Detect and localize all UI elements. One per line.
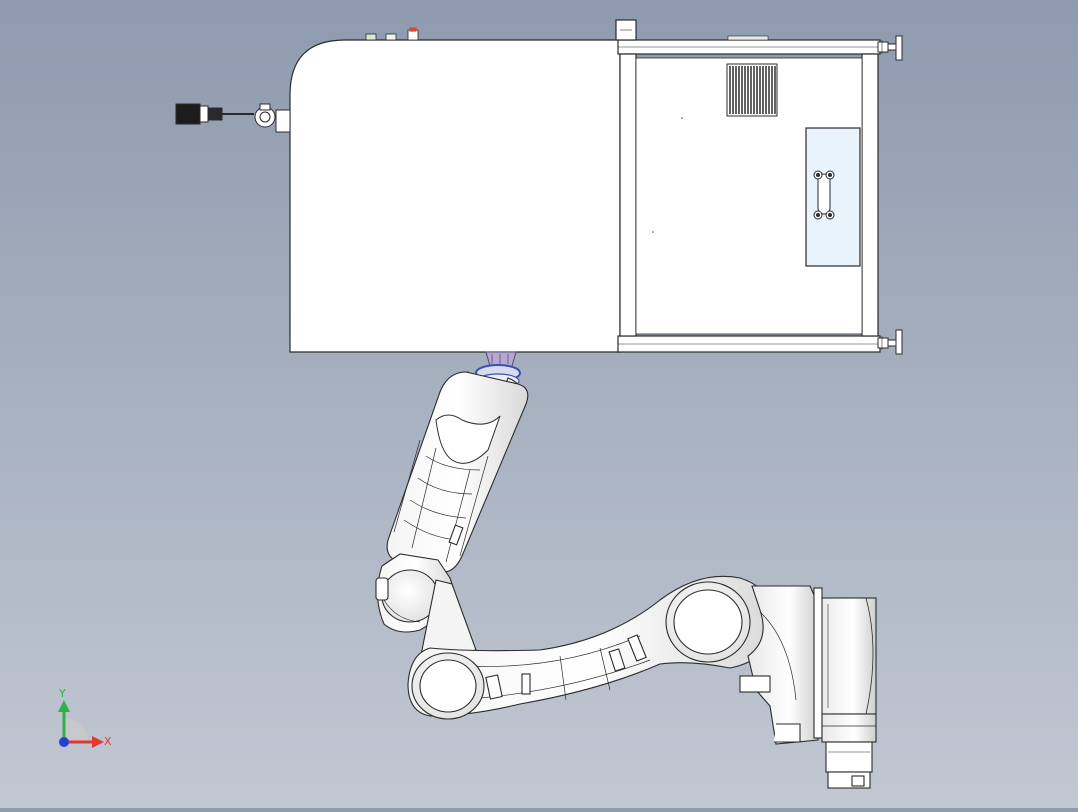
cabinet-left-post: [619, 53, 637, 337]
axis-triad: Y X: [58, 687, 112, 748]
axis-triad-arc: [64, 718, 88, 742]
cabinet-door[interactable]: [805, 127, 861, 267]
axis-triad-y-label: Y: [58, 687, 66, 700]
door-handle-icon[interactable]: [813, 170, 835, 220]
leveling-foot-icon-bottom: [877, 329, 903, 355]
cabinet-front-housing: [289, 39, 621, 353]
cabinet[interactable]: [289, 19, 881, 353]
sensor-mount-icon[interactable]: [175, 103, 291, 133]
shoulder-body: [747, 585, 819, 745]
robot-base-icon[interactable]: [813, 587, 877, 789]
leveling-foot-icon-top: [877, 35, 903, 61]
cabinet-right-post: [861, 53, 879, 337]
axis-triad-x-label: X: [104, 735, 112, 748]
robot-arm[interactable]: [375, 351, 819, 745]
vent-grille-icon: [726, 63, 778, 117]
